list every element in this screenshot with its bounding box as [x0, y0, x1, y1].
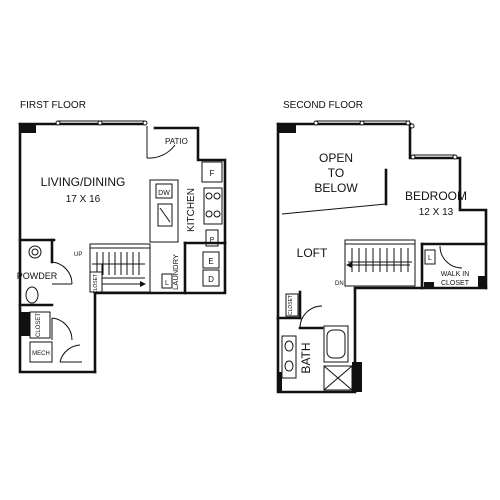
- powder-room: POWDER: [17, 238, 73, 307]
- open-label-2: TO: [328, 166, 344, 180]
- east-wall-upper: [153, 126, 227, 245]
- bedroom-size: 12 X 13: [419, 207, 454, 218]
- open-label-3: BELOW: [314, 181, 358, 195]
- laundry-room: LAUNDRY E D L: [161, 241, 227, 295]
- patio-door: [146, 126, 176, 159]
- second-floor-plan: SECOND FLOOR OPEN TO BELOW BEDROOM 12 X …: [276, 100, 488, 394]
- powder-sink: [28, 245, 42, 259]
- pantry-label: P: [210, 237, 215, 244]
- dryer-label: D: [208, 275, 214, 284]
- bath-vanity: [281, 335, 297, 379]
- washer-label: E: [208, 257, 213, 266]
- stair-up-label: UP: [74, 252, 82, 258]
- second-east-wall: [408, 122, 488, 290]
- dryer: [202, 269, 220, 287]
- walk-in-closet: L WALK IN CLOSET: [420, 242, 488, 290]
- open-label-1: OPEN: [319, 151, 353, 165]
- stair-closet: [89, 271, 103, 293]
- first-floor-title: FIRST FLOOR: [20, 100, 86, 111]
- second-floor-title: SECOND FLOOR: [283, 100, 363, 111]
- laundry-label: LAUNDRY: [171, 254, 180, 290]
- loft-label: LOFT: [297, 246, 328, 260]
- west-wall: [18, 122, 97, 374]
- second-floor-stair: DN: [335, 239, 416, 287]
- walk-in-label-2: CLOSET: [441, 280, 470, 287]
- mech-room: [29, 341, 53, 363]
- living-dining-size: 17 X 16: [66, 194, 101, 205]
- patio-label: PATIO: [165, 137, 188, 146]
- stair-closet-label: CLOSET: [93, 274, 99, 294]
- stair-dn-label: DN: [335, 281, 344, 287]
- mech-label: MECH: [32, 351, 50, 357]
- linen-shelf: [161, 273, 173, 289]
- second-north-windows: [313, 120, 458, 160]
- walk-in-label-1: WALK IN: [441, 271, 470, 278]
- walk-in-shelf-label: L: [428, 255, 432, 262]
- washer: [202, 251, 220, 269]
- second-closet: [285, 293, 299, 317]
- closet-mech: CLOSET MECH: [20, 311, 82, 363]
- first-floor-stair: CLOSET UP: [74, 243, 151, 294]
- south-east-wall: [93, 241, 227, 374]
- kitchen-area: DW F KITCHEN P: [149, 161, 223, 247]
- fridge-label: F: [210, 169, 215, 178]
- first-closet-label: CLOSET: [36, 313, 42, 337]
- bathtub: [323, 325, 349, 363]
- dishwasher: [155, 183, 173, 199]
- dishwasher-label: DW: [158, 190, 170, 197]
- north-windows: [55, 120, 148, 126]
- walk-in-shelf: [424, 249, 436, 265]
- linen-label: L: [165, 280, 169, 287]
- first-floor-plan: FIRST FLOOR PATIO LIVING/DINING 17 X 16 …: [17, 100, 227, 374]
- corner-column: [20, 124, 36, 133]
- living-dining-label: LIVING/DINING: [41, 175, 126, 189]
- second-bath: CLOSET BATH: [276, 290, 362, 392]
- kitchen-label: KITCHEN: [186, 188, 197, 232]
- fridge: [201, 161, 223, 183]
- second-corner-column: [278, 124, 296, 133]
- second-closet-label: CLOSET: [288, 295, 294, 315]
- powder-label: POWDER: [17, 271, 58, 281]
- bedroom-label: BEDROOM: [405, 189, 467, 203]
- bath-label: BATH: [299, 342, 313, 373]
- first-closet: [29, 311, 51, 339]
- powder-toilet: [25, 286, 39, 304]
